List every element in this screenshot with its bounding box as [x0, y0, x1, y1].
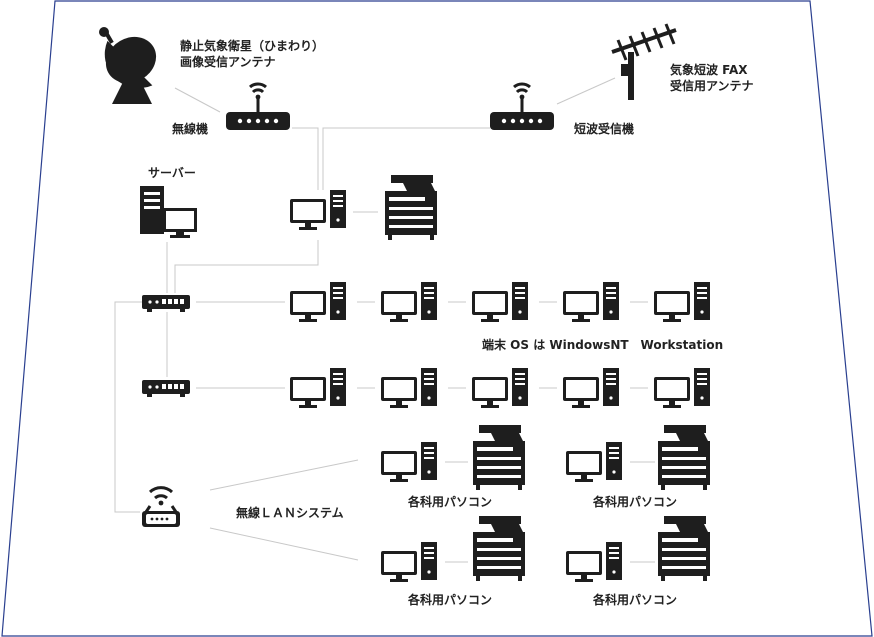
dept-pc-3-icon: [381, 542, 437, 582]
wireless-radio-icon: [224, 82, 292, 132]
terminal-pc-1-2: [381, 282, 437, 322]
server-icon: [140, 186, 197, 238]
shortwave-receiver-icon: [488, 82, 556, 132]
terminal-pc-1-4: [563, 282, 619, 322]
printer-icon: [385, 175, 437, 240]
dept-pc-1-icon: [381, 442, 437, 482]
dept-printer-1-icon: [473, 425, 525, 490]
dept-pc-label-3: 各科用パソコン: [408, 593, 493, 607]
wireless-lan-label: 無線ＬＡＮシステム: [236, 506, 344, 520]
terminal-pc-1-1: [290, 282, 346, 322]
wireless-lan-router-icon: [142, 486, 180, 527]
fax-antenna-label-line1: 気象短波 FAX: [670, 63, 748, 77]
terminal-pc-2-5: [654, 368, 710, 408]
dept-printer-4-icon: [658, 516, 710, 581]
dept-pc-label-1: 各科用パソコン: [408, 495, 493, 509]
dept-printer-3-icon: [473, 516, 525, 581]
wireless-label: 無線機: [172, 122, 209, 136]
receiver-pc-icon: [290, 190, 346, 230]
connection-lines: [114, 77, 655, 563]
server-label: サーバー: [148, 166, 196, 180]
dept-pc-label-4: 各科用パソコン: [593, 593, 678, 607]
satellite-dish-icon: [99, 27, 157, 104]
dept-pc-label-2: 各科用パソコン: [593, 495, 678, 509]
fax-antenna-label-line2: 受信用アンテナ: [670, 79, 754, 93]
terminal-pc-2-3: [472, 368, 528, 408]
dept-pc-4-icon: [566, 542, 622, 582]
terminal-pc-1-5: [654, 282, 710, 322]
terminal-pc-2-4: [563, 368, 619, 408]
satellite-label-line2: 画像受信アンテナ: [180, 55, 276, 69]
fax-antenna-icon: [611, 23, 677, 100]
dept-pc-2-icon: [566, 442, 622, 482]
terminal-pc-2-1: [290, 368, 346, 408]
satellite-label-line1: 静止気象衛星（ひまわり）: [180, 39, 325, 53]
terminal-pc-1-3: [472, 282, 528, 322]
terminal-os-label: 端末 OS は WindowsNT Workstation: [482, 338, 724, 352]
dept-printer-2-icon: [658, 425, 710, 490]
terminal-pc-2-2: [381, 368, 437, 408]
hub-2-icon: [142, 380, 190, 397]
shortwave-receiver-label: 短波受信機: [574, 122, 635, 136]
hub-1-icon: [142, 295, 190, 312]
